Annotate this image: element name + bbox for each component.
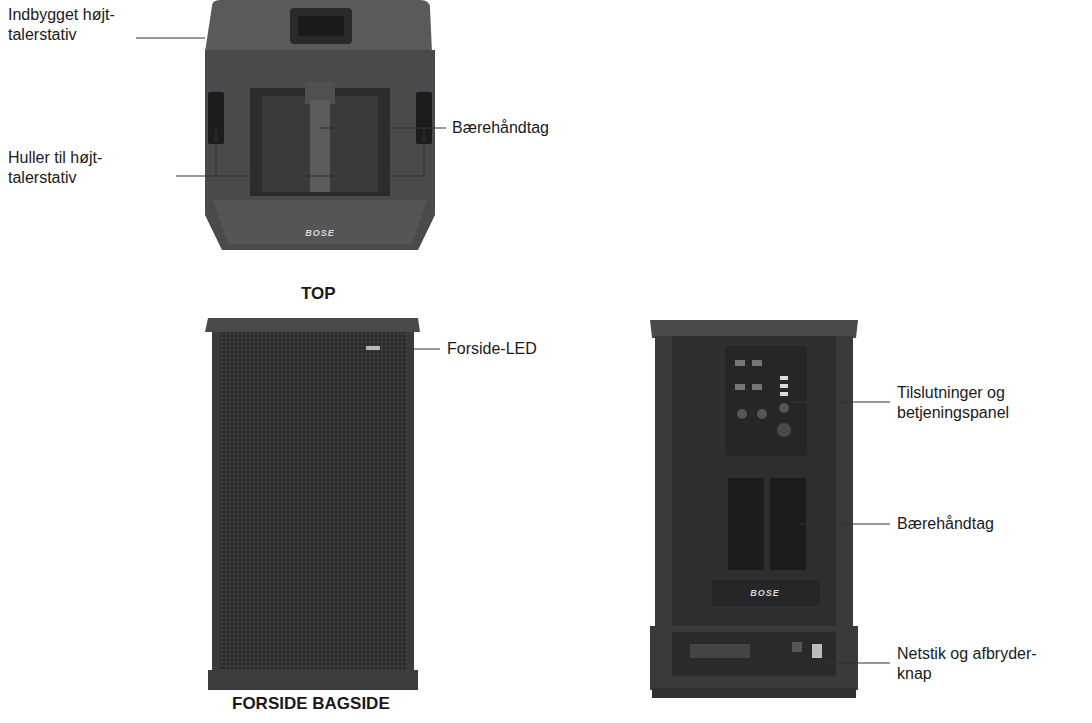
view-title: TOP <box>301 284 381 304</box>
brand-logo: BOSE <box>740 588 790 598</box>
part-label: Forside-LED <box>447 339 587 359</box>
leader-lines <box>136 38 890 663</box>
top-view <box>205 0 435 250</box>
brand-logo: BOSE <box>295 228 345 238</box>
part-label: Bærehåndtag <box>897 514 1037 534</box>
back-view <box>650 320 858 698</box>
part-label: Netstik og afbryder- knap <box>897 644 1059 684</box>
part-label: Bærehåndtag <box>452 118 592 138</box>
view-title: FORSIDE BAGSIDE <box>232 694 432 714</box>
part-label: Tilslutninger og betjeningspanel <box>897 383 1033 423</box>
part-label: Huller til højt- talerstativ <box>8 148 134 188</box>
part-label: Indbygget højt- talerstativ <box>8 5 134 45</box>
front-view <box>205 318 420 690</box>
